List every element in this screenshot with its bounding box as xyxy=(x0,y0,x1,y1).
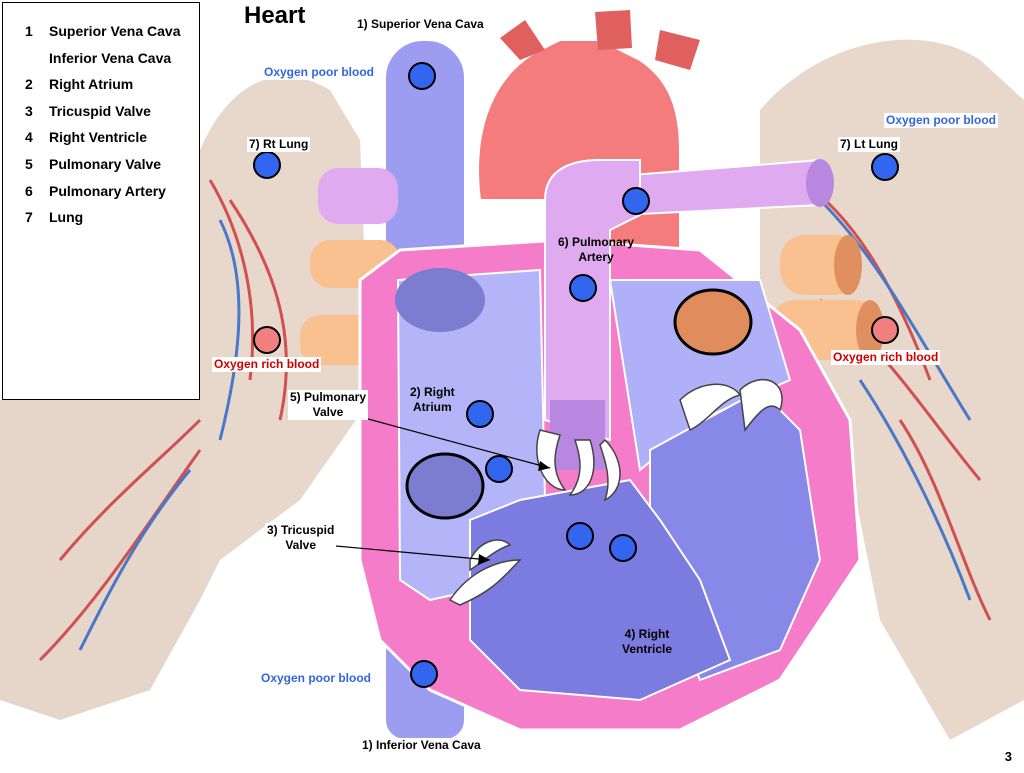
marker-rv-1 xyxy=(566,522,594,550)
marker-pa-lower xyxy=(569,274,597,302)
label-oxygen-poor-top-right: Oxygen poor blood xyxy=(884,113,998,128)
pulmonary-veins xyxy=(300,235,884,365)
label-lt-lung: 7) Lt Lung xyxy=(838,137,900,152)
marker-pv xyxy=(485,455,513,483)
label-oxygen-poor-top-left: Oxygen poor blood xyxy=(262,65,376,80)
marker-pa-upper xyxy=(622,187,650,215)
oxygen-poor-markers xyxy=(253,62,899,688)
tricuspid-valve-arrow xyxy=(324,544,491,561)
label-ivc: 1) Inferior Vena Cava xyxy=(360,738,483,753)
label-tricuspid-valve: 3) Tricuspid Valve xyxy=(265,523,337,553)
mitral-valve xyxy=(679,379,783,432)
label-pulmonary-artery: 6) Pulmonary Artery xyxy=(558,235,635,264)
label-right-ventricle: 4) Right Ventricle xyxy=(622,627,673,656)
pulmonary-valve-arrow xyxy=(341,411,551,469)
marker-lt-lung xyxy=(871,153,899,181)
pulmonary-valve xyxy=(536,429,621,502)
marker-rich-right xyxy=(871,316,899,344)
label-right-atrium: 2) Right Atrium xyxy=(410,385,455,414)
label-pulmonary-valve: 5) Pulmonary Valve xyxy=(288,390,369,420)
legend-panel: 1 Superior Vena Cava Inferior Vena Cava … xyxy=(2,2,200,400)
label-rt-lung: 7) Rt Lung xyxy=(247,137,311,152)
pulmonary-vein-opening xyxy=(673,288,753,356)
label-svc: 1) Superior Vena Cava xyxy=(355,17,486,32)
page-title: Heart xyxy=(242,2,308,30)
label-oxygen-poor-bottom: Oxygen poor blood xyxy=(259,671,373,686)
label-oxygen-rich-right: Oxygen rich blood xyxy=(831,350,941,365)
marker-ra xyxy=(466,400,494,428)
marker-rv-2 xyxy=(609,534,637,562)
page-number: 3 xyxy=(1004,749,1012,764)
inferior-vena-cava-opening xyxy=(405,452,485,520)
label-oxygen-rich-left: Oxygen rich blood xyxy=(212,357,322,372)
marker-ivc xyxy=(410,660,438,688)
oxygen-rich-markers xyxy=(253,316,899,354)
marker-rt-lung xyxy=(253,151,281,179)
pulmonary-artery-trunk xyxy=(544,159,641,442)
marker-rich-left xyxy=(253,326,281,354)
marker-svc xyxy=(408,62,436,90)
